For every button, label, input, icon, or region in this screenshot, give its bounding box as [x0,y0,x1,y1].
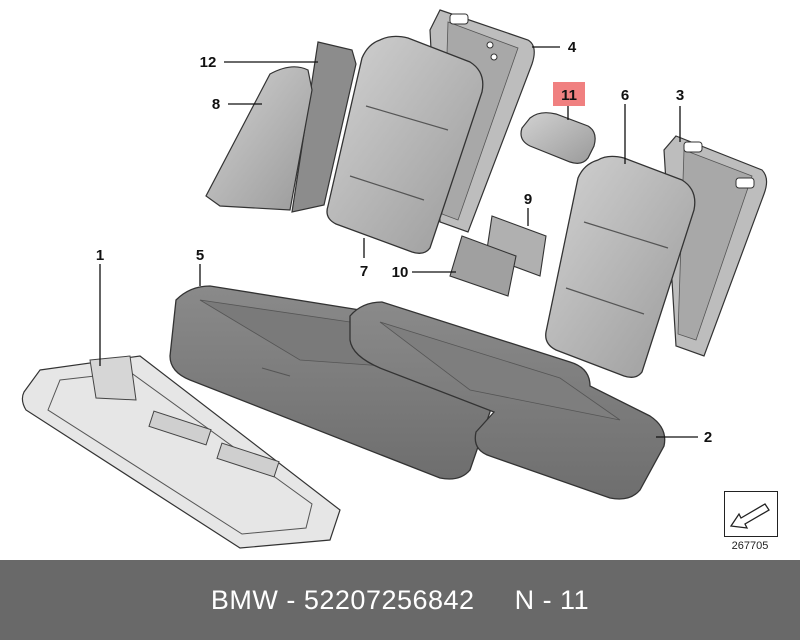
callout-8: 8 [212,96,220,113]
direction-indicator-box [724,491,778,537]
callout-4: 4 [568,39,577,56]
part-12-side-trim [291,41,357,213]
part-number-footer: BMW - 52207256842 N - 11 [0,560,800,640]
callout-10: 10 [392,264,409,281]
part-6-backrest-pad-right [545,155,696,378]
diagram-reference-number: 267705 [731,540,769,552]
part-11-armrest-pad [520,112,596,164]
part-7-backrest-pad-left [326,35,484,254]
part-8-side-bolster [205,66,313,211]
part-10-bracket [449,235,517,297]
callout-6: 6 [621,87,629,104]
callout-1: 1 [96,247,104,264]
parts-diagram-area: 12 8 4 11 6 3 7 10 9 5 1 2 267705 [21,9,778,552]
callout-7: 7 [360,263,368,280]
rear-seat-exploded-diagram: 12 8 4 11 6 3 7 10 9 5 1 2 [21,9,768,549]
callout-2: 2 [704,429,712,446]
callout-11: 11 [561,87,577,104]
callout-5: 5 [196,247,204,264]
callout-12: 12 [200,54,217,71]
callout-11-highlight [553,82,585,106]
part-number-label: BMW - 52207256842 N - 11 [210,584,590,615]
part-2-seat-cushion-right [349,301,666,500]
arrow-icon [729,503,770,529]
callout-9: 9 [524,191,532,208]
leader-lines [99,46,698,438]
callout-3: 3 [676,87,684,104]
part-1-seat-frame [21,355,341,549]
